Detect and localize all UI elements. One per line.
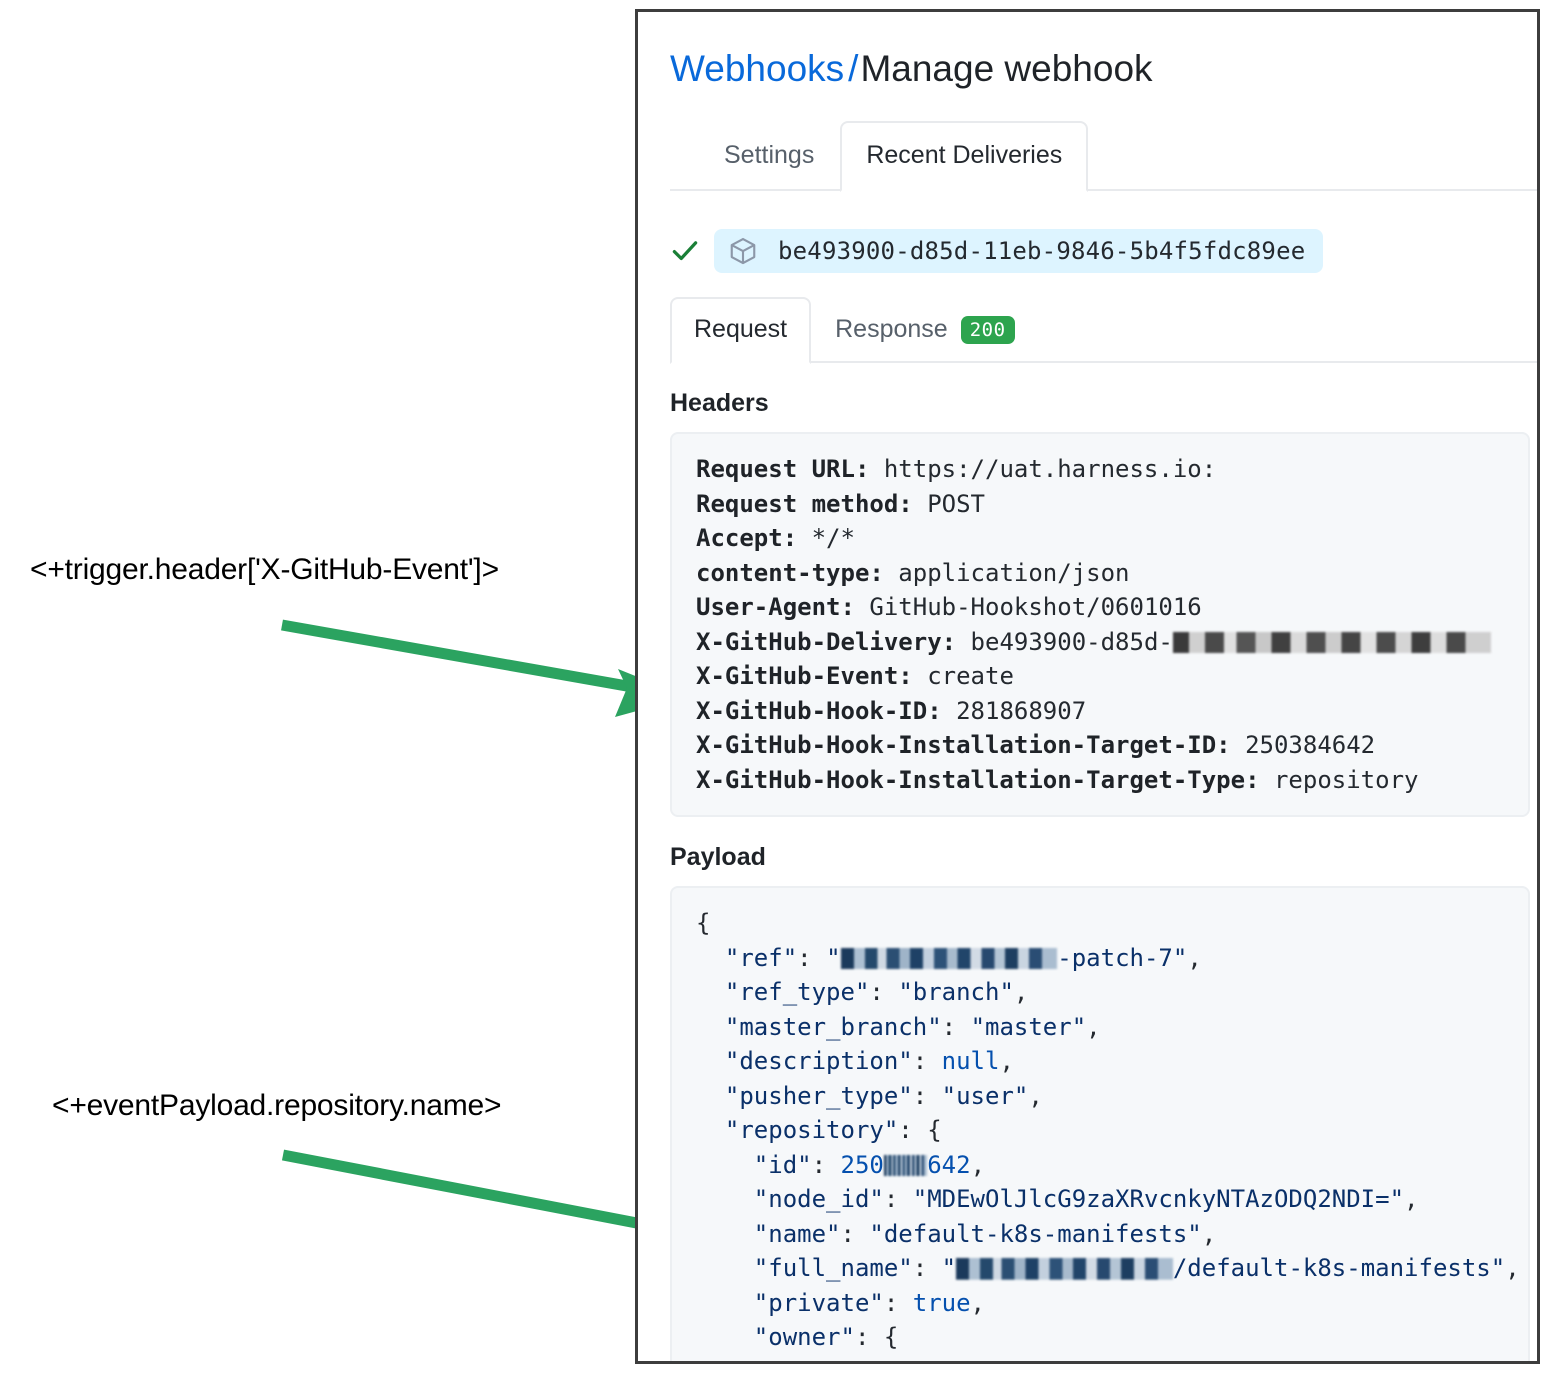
annotation-label-trigger-header: <+trigger.header['X-GitHub-Event']> [30, 553, 499, 586]
arrow-to-x-github-event [281, 619, 688, 717]
tab-request[interactable]: Request [670, 297, 812, 364]
tab-response[interactable]: Response 200 [811, 297, 1038, 364]
breadcrumb-link-webhooks[interactable]: Webhooks [670, 48, 845, 89]
status-badge: 200 [960, 315, 1015, 344]
headers-code: Request URL: https://uat.harness.io: Req… [696, 452, 1528, 797]
delivery-guid-text: be493900-d85d-11eb-9846-5b4f5fdc89ee [778, 237, 1306, 265]
tab-recent-deliveries[interactable]: Recent Deliveries [840, 121, 1089, 192]
headers-code-box: Request URL: https://uat.harness.io: Req… [670, 432, 1530, 817]
tab-response-label: Response [835, 315, 948, 343]
delivery-row[interactable]: be493900-d85d-11eb-9846-5b4f5fdc89ee [670, 191, 1537, 295]
payload-heading: Payload [670, 843, 766, 871]
cube-icon [730, 237, 756, 265]
payload-code-box: { "ref": "michaelcretzman-patch-7", "ref… [670, 886, 1530, 1361]
annotation-label-event-payload: <+eventPayload.repository.name> [52, 1089, 502, 1122]
tab-settings[interactable]: Settings [724, 141, 815, 169]
webhook-tabbar: Settings Recent Deliveries [670, 119, 1537, 192]
tab-request-label: Request [694, 315, 788, 343]
webhook-panel: Webhooks/Manage webhook Settings Recent D… [635, 9, 1540, 1364]
breadcrumb-separator: / [848, 48, 859, 89]
request-response-tabbar: Request Response 200 [670, 295, 1537, 364]
payload-code: { "ref": "michaelcretzman-patch-7", "ref… [696, 909, 1520, 1351]
headers-heading: Headers [670, 389, 769, 417]
page-title: Manage webhook [860, 48, 1153, 89]
delivery-guid-chip[interactable]: be493900-d85d-11eb-9846-5b4f5fdc89ee [714, 229, 1324, 273]
check-icon [672, 241, 698, 261]
breadcrumb: Webhooks/Manage webhook [670, 12, 1537, 119]
